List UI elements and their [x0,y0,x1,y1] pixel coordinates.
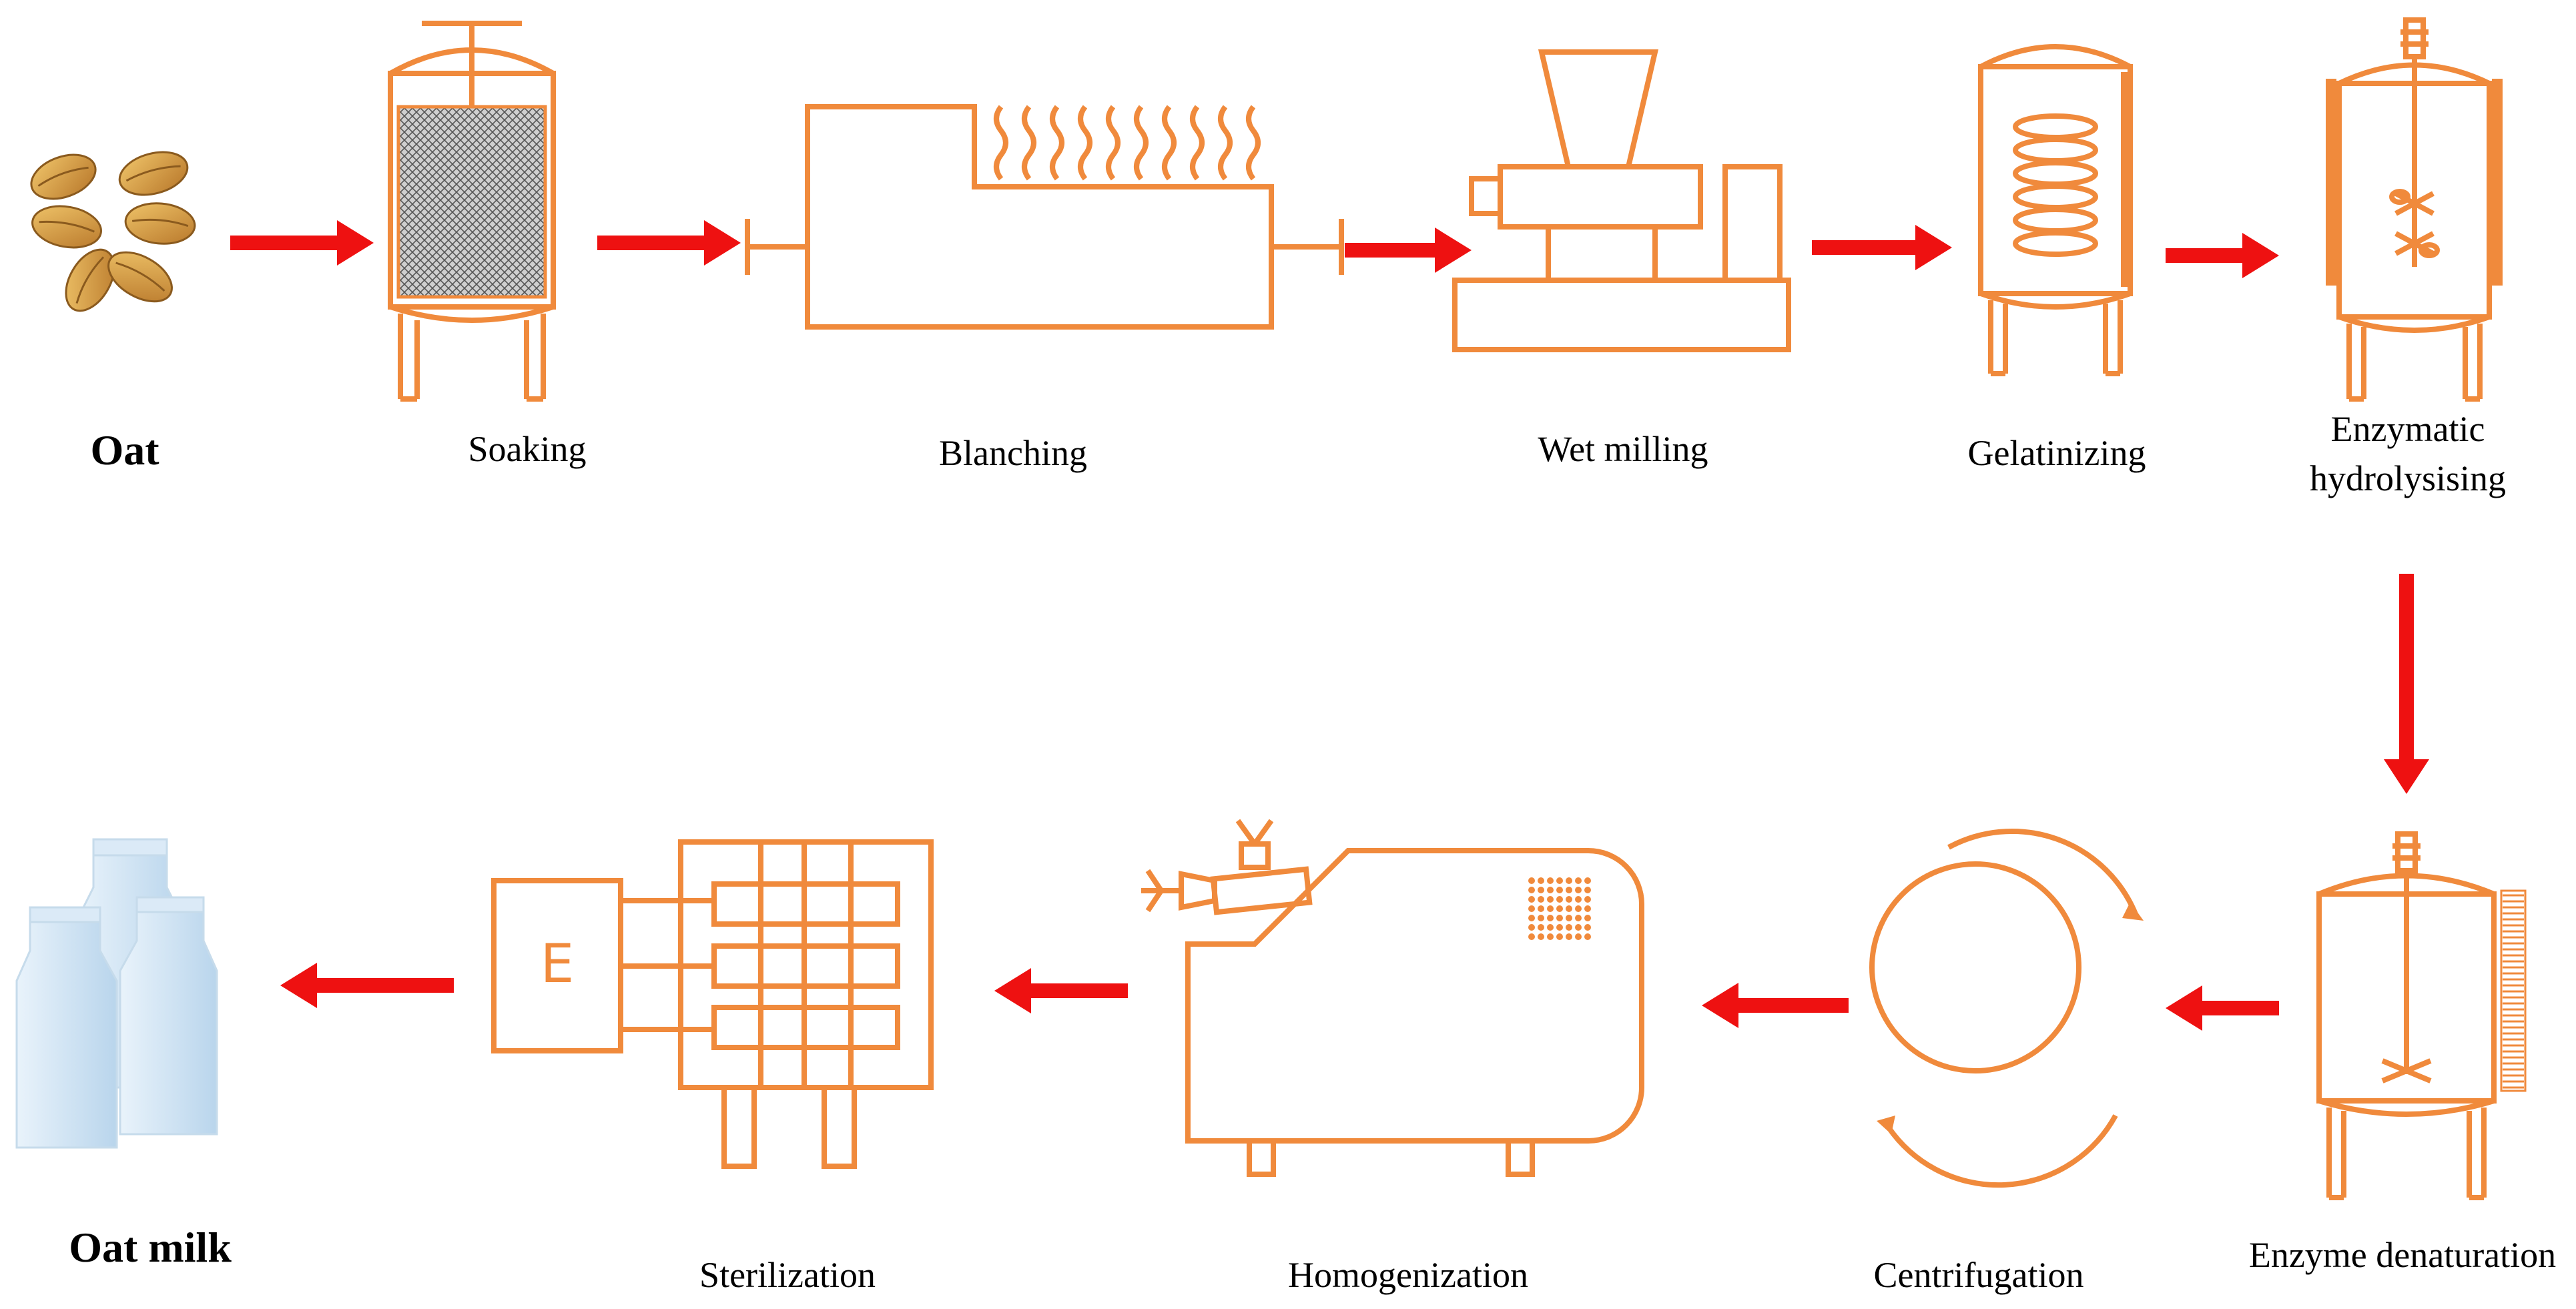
vent-dot [1528,877,1535,884]
sterilizer-icon [491,839,934,1169]
arrow-wet-milling-to-gelatinizing [1812,225,1952,270]
vent-dot [1547,896,1554,903]
label-centrifugation: Centrifugation [1873,1255,2084,1295]
label-soaking: Soaking [468,429,587,469]
vent-dot [1556,933,1563,940]
vent-dot [1556,915,1563,921]
label-gelatinizing: Gelatinizing [1967,433,2146,473]
soaking-tank-icon [388,21,556,402]
arrow-blanching-to-wet-milling [1345,228,1472,273]
flow-arrows [230,220,2429,1031]
vent-dot [1547,933,1554,940]
vent-dot [1566,905,1572,912]
vent-grid-icon [1528,877,1591,940]
vent-dot [1528,924,1535,931]
vent-dot [1575,933,1582,940]
vent-dot [1575,887,1582,893]
vent-dot [1584,896,1591,903]
vent-dot [1538,915,1544,921]
vent-dot [1566,896,1572,903]
label-oat-milk: Oat milk [69,1224,232,1271]
label-enzymatic-line1: Enzymatic [2330,409,2485,449]
arrow-denaturation-to-centrifugation [2166,985,2279,1031]
oat-milk-cartons-icon [15,838,218,1149]
arrow-gelatinizing-to-hydrolysis [2166,233,2279,278]
oat-grains-icon [30,151,196,312]
vent-dot [1584,924,1591,931]
vent-dot [1538,877,1544,884]
denaturation-tank-icon [2316,831,2527,1200]
sterilizer-box-letter: E [540,933,575,995]
cooling-jacket-icon [2500,889,2527,1092]
arrow-oat-to-soaking [230,220,374,266]
vent-dot [1584,887,1591,893]
vent-dot [1584,933,1591,940]
vent-dot [1547,877,1554,884]
vent-dot [1575,896,1582,903]
vent-dot [1538,887,1544,893]
vent-dot [1584,905,1591,912]
arrow-hydrolysis-to-denaturation [2384,574,2429,794]
homogenizer-icon [1141,819,1644,1177]
vent-dot [1566,924,1572,931]
vent-dot [1575,924,1582,931]
steam-icon [994,107,1258,179]
vent-dot [1528,887,1535,893]
label-oat: Oat [90,426,159,474]
vent-dot [1566,933,1572,940]
vent-dot [1566,877,1572,884]
vent-dot [1556,877,1563,884]
vent-dot [1538,905,1544,912]
vent-dot [1547,887,1554,893]
label-blanching: Blanching [939,433,1087,473]
vent-dot [1538,896,1544,903]
heating-coil-icon [2013,113,2098,257]
arrow-sterilization-to-oat-milk [280,963,454,1008]
vent-dot [1566,915,1572,921]
vent-dot [1556,905,1563,912]
vent-dot [1547,924,1554,931]
vent-dot [1575,915,1582,921]
vent-dot [1575,877,1582,884]
gelatinizing-tank-icon [1978,44,2133,376]
wet-mill-icon [1452,49,1791,352]
vent-dot [1538,933,1544,940]
label-enzyme-denaturation: Enzyme denaturation [2248,1235,2557,1275]
vent-dot [1584,877,1591,884]
blanching-machine-icon [745,104,1344,330]
vent-dot [1556,896,1563,903]
vent-dot [1566,887,1572,893]
agitator-icon [2389,189,2440,258]
vent-dot [1528,905,1535,912]
arrow-centrifugation-to-homogenization [1702,983,1849,1028]
vent-dot [1528,933,1535,940]
vent-dot [1556,887,1563,893]
arrow-homogenization-to-sterilization [994,968,1128,1013]
arrow-soaking-to-blanching [597,220,741,266]
label-sterilization: Sterilization [699,1255,876,1295]
centrifuge-icon [1869,829,2144,1188]
vent-dot [1528,915,1535,921]
hydrolysis-tank-icon [2326,17,2503,402]
label-wet-milling: Wet milling [1538,429,1708,469]
vent-dot [1556,924,1563,931]
label-enzymatic-line2: hydrolysising [2309,458,2507,498]
vent-dot [1584,915,1591,921]
vent-dot [1547,905,1554,912]
label-homogenization: Homogenization [1288,1255,1528,1295]
vent-dot [1538,924,1544,931]
vent-dot [1528,896,1535,903]
vent-dot [1547,915,1554,921]
vent-dot [1575,905,1582,912]
